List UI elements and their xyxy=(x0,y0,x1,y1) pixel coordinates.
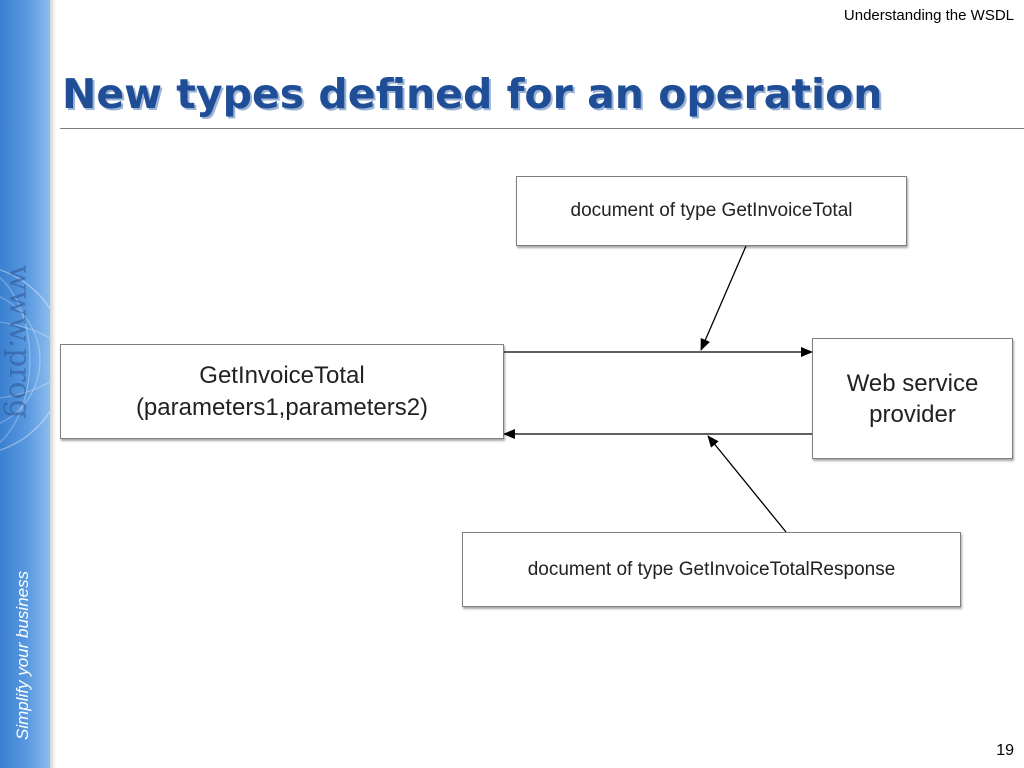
request-document-label: document of type GetInvoiceTotal xyxy=(570,200,853,221)
provider-box: Web service provider xyxy=(812,338,1013,459)
watermark-text: www.prog xyxy=(2,265,37,419)
operation-box: GetInvoiceTotal (parameters1,parameters2… xyxy=(60,344,504,439)
slide-title: New types defined for an operation xyxy=(62,70,883,118)
response-document-label: document of type GetInvoiceTotalResponse xyxy=(527,558,896,580)
title-divider xyxy=(60,128,1024,129)
header-title: Understanding the WSDL xyxy=(843,7,1014,24)
request-document-box: document of type GetInvoiceTotal xyxy=(516,176,907,246)
provider-label-line1: Web service xyxy=(846,369,979,397)
response-doc-pointer xyxy=(707,435,787,533)
page-number: 19 xyxy=(996,742,1014,759)
operation-name: GetInvoiceTotal xyxy=(199,361,365,389)
request-doc-pointer xyxy=(700,245,747,351)
sidebar-band: www.prog Simplify your business xyxy=(0,0,50,768)
sidebar-shadow xyxy=(50,0,56,768)
provider-label-line2: provider xyxy=(869,400,956,428)
response-document-box: document of type GetInvoiceTotalResponse xyxy=(462,532,961,607)
operation-parameters: (parameters1,parameters2) xyxy=(135,393,429,421)
globe-watermark-icon: www.prog xyxy=(0,265,50,451)
